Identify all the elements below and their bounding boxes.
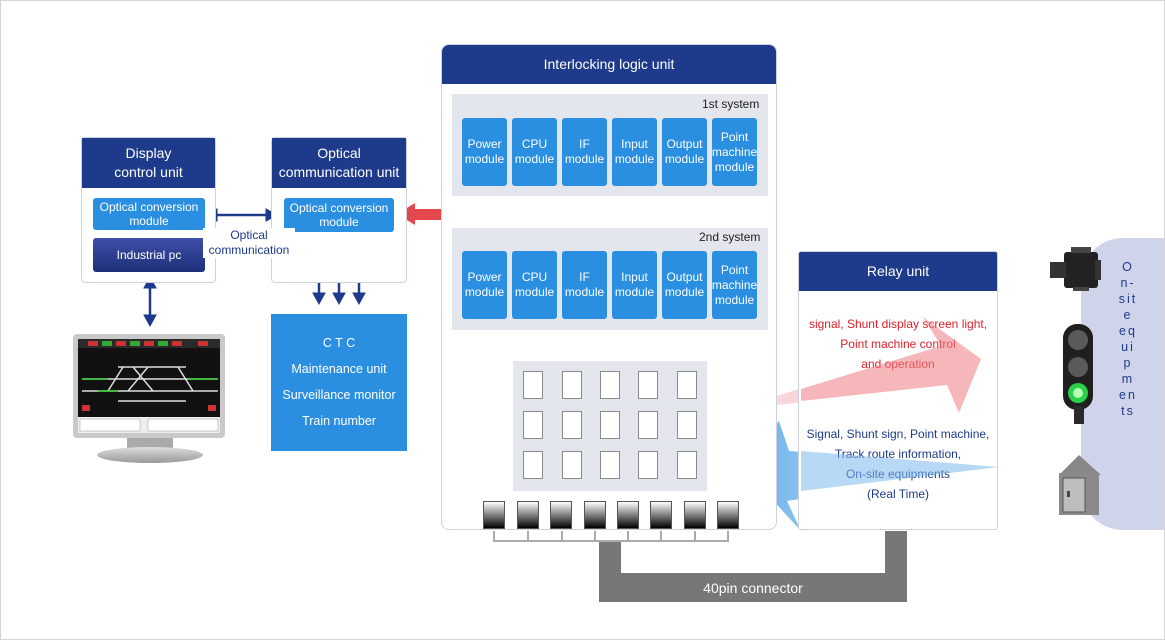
sys1-output-module[interactable]: Output module: [662, 118, 707, 186]
connector-label: 40pin connector: [703, 580, 803, 596]
io-slot: [600, 451, 620, 479]
sys2-point-machine-module[interactable]: Point machine module: [712, 251, 757, 319]
io-slot: [677, 411, 697, 439]
monitor-stand: [97, 447, 203, 463]
pin-connector: [483, 501, 505, 529]
system1-label: 1st system: [702, 97, 760, 111]
sys1-power-module[interactable]: Power module: [462, 118, 507, 186]
pin-connector: [684, 501, 706, 529]
interlocking-title: Interlocking logic unit: [442, 45, 776, 84]
industrial-pc-button[interactable]: Industrial pc: [93, 238, 205, 272]
pin-connector: [717, 501, 739, 529]
ctc-item: C T C: [322, 336, 356, 350]
ctc-box: C T C Maintenance unit Surveillance moni…: [271, 314, 407, 451]
sys1-input-module[interactable]: Input module: [612, 118, 657, 186]
point-machine-icon: [1050, 247, 1101, 291]
io-slot: [562, 371, 582, 399]
monitor-screen: [78, 339, 220, 433]
relay-unit-title: Relay unit: [799, 252, 997, 291]
sys1-point-machine-module[interactable]: Point machine module: [712, 118, 757, 186]
io-slot: [523, 371, 543, 399]
io-slot: [523, 451, 543, 479]
sys2-cpu-module[interactable]: CPU module: [512, 251, 557, 319]
sys2-power-module[interactable]: Power module: [462, 251, 507, 319]
pin-connector: [617, 501, 639, 529]
comm-optical-module[interactable]: Optical conversion module: [284, 198, 394, 232]
sys2-if-module[interactable]: IF module: [562, 251, 607, 319]
io-slot: [638, 411, 658, 439]
sys2-output-module[interactable]: Output module: [662, 251, 707, 319]
sys1-if-module[interactable]: IF module: [562, 118, 607, 186]
connector-wires: [493, 531, 729, 542]
io-slot: [638, 371, 658, 399]
display-optical-module[interactable]: Optical conversion module: [93, 198, 205, 230]
io-slot: [600, 371, 620, 399]
display-unit-title: Display control unit: [82, 138, 215, 188]
monitor-icon: [73, 334, 225, 438]
sys1-cpu-module[interactable]: CPU module: [512, 118, 557, 186]
io-slot: [600, 411, 620, 439]
display-control-unit: Display control unit Optical conversion …: [81, 137, 216, 283]
io-slot: [523, 411, 543, 439]
onsite-label: On-site equipments: [1118, 260, 1138, 418]
pin-connector: [584, 501, 606, 529]
pin-connector: [650, 501, 672, 529]
system2-label: 2nd system: [699, 230, 761, 244]
optical-communication-unit: Optical communication unit Optical conve…: [271, 137, 407, 283]
sys2-input-module[interactable]: Input module: [612, 251, 657, 319]
pin-connector: [550, 501, 572, 529]
ctc-item: Train number: [302, 414, 376, 428]
io-slot: [562, 451, 582, 479]
signal-light-icon: [1063, 324, 1093, 424]
io-slot: [562, 411, 582, 439]
io-slot: [638, 451, 658, 479]
optical-link-label: Optical communication: [203, 228, 295, 258]
io-slot: [677, 451, 697, 479]
ctc-item: Surveillance monitor: [282, 388, 396, 402]
ctc-item: Maintenance unit: [291, 362, 387, 376]
relay-cabinet-icon: [1059, 455, 1101, 515]
pin-connector: [517, 501, 539, 529]
io-slot: [677, 371, 697, 399]
optical-comm-title: Optical communication unit: [272, 138, 406, 188]
connector-cable: [599, 531, 907, 602]
